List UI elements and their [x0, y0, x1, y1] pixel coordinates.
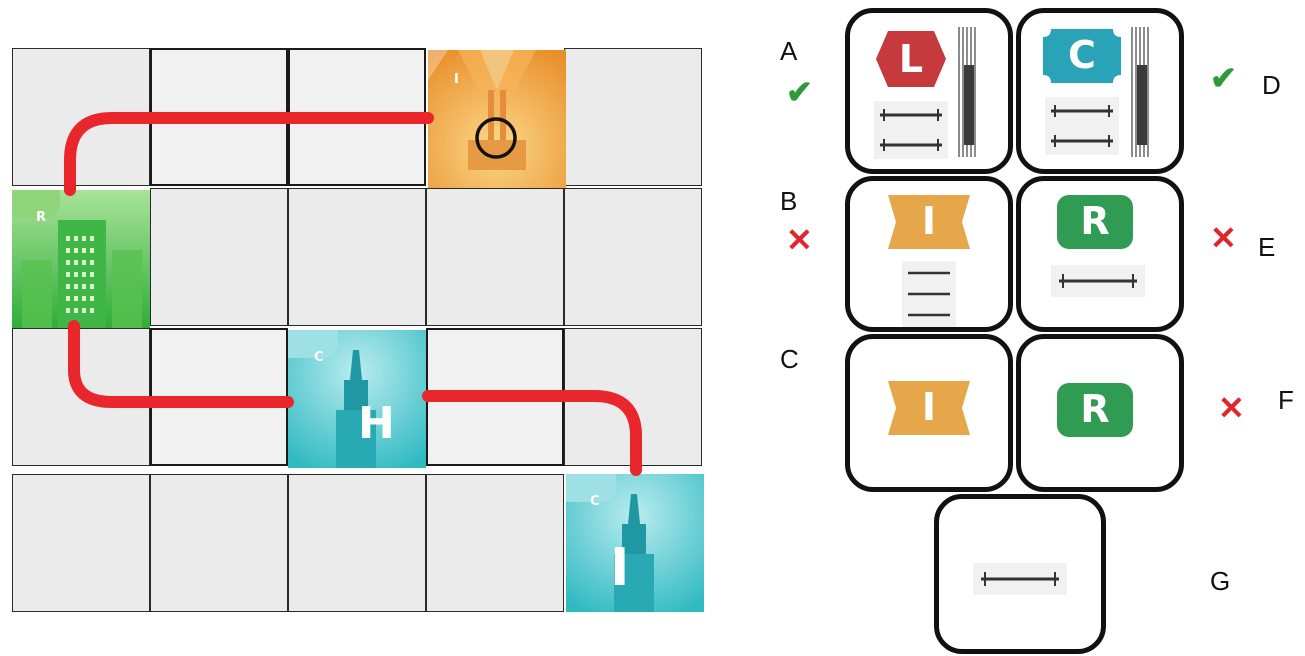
- option-label-d: D: [1262, 70, 1281, 100]
- option-label-a: A: [780, 36, 798, 66]
- board-cell[interactable]: [564, 48, 702, 186]
- r-token: R: [1055, 381, 1135, 439]
- factory-icon: [428, 50, 566, 188]
- c-token: C: [1041, 27, 1123, 85]
- hexagon-icon: [876, 31, 946, 87]
- industrial-tile[interactable]: I: [428, 50, 566, 188]
- option-card-c[interactable]: I: [845, 334, 1013, 492]
- i-token: I: [886, 379, 972, 437]
- barcode-icon: [1131, 27, 1149, 157]
- residential-tile[interactable]: R: [12, 190, 150, 328]
- banner-icon: [888, 381, 970, 435]
- option-card-a[interactable]: L: [845, 8, 1013, 174]
- l-token: L: [874, 29, 948, 89]
- commercial-tile-h[interactable]: C H: [288, 330, 426, 468]
- rounded-badge-icon: [1057, 195, 1133, 249]
- option-card-b[interactable]: I: [845, 176, 1013, 332]
- option-label-c: C: [780, 344, 799, 374]
- board-cell[interactable]: [288, 48, 426, 186]
- cross-icon: ✕: [1210, 220, 1237, 256]
- option-label-f: F: [1278, 385, 1294, 415]
- track-icon: [1045, 97, 1119, 155]
- board-cell[interactable]: [564, 188, 702, 326]
- board-cell[interactable]: [150, 188, 288, 326]
- check-icon: ✔: [1210, 60, 1237, 96]
- board-cell[interactable]: [426, 188, 564, 326]
- r-token: R: [1055, 193, 1135, 251]
- option-card-g[interactable]: [934, 494, 1106, 654]
- board-cell[interactable]: [12, 474, 150, 612]
- tile-corner-label: R: [36, 210, 47, 225]
- board-cell[interactable]: [150, 48, 288, 186]
- board-cell[interactable]: [426, 328, 564, 466]
- skyscraper-icon: [566, 474, 704, 612]
- board-cell[interactable]: [12, 48, 150, 186]
- ticket-icon: [1043, 29, 1121, 83]
- option-label-b: B: [780, 186, 798, 216]
- cross-icon: ✕: [1218, 390, 1245, 426]
- apartment-building-icon: [12, 190, 150, 328]
- board-cell[interactable]: [12, 328, 150, 466]
- skyscraper-icon: [288, 330, 426, 468]
- commercial-tile-i[interactable]: C I: [566, 474, 704, 612]
- board-cell[interactable]: [150, 328, 288, 466]
- board-cell[interactable]: [426, 474, 564, 612]
- i-token: I: [886, 193, 972, 251]
- tile-letter: I: [610, 538, 630, 598]
- cross-icon: ✕: [786, 222, 813, 258]
- board-cell[interactable]: [288, 474, 426, 612]
- option-label-g: G: [1210, 566, 1231, 596]
- track-icon: [874, 101, 948, 159]
- tile-letter: H: [358, 398, 395, 449]
- track-icon: [973, 563, 1067, 595]
- track-icon: [1051, 265, 1145, 297]
- game-board: I R: [12, 48, 704, 612]
- option-card-d[interactable]: C: [1016, 8, 1184, 174]
- board-cell[interactable]: [150, 474, 288, 612]
- tile-corner-label: C: [590, 494, 600, 509]
- barcode-icon: [958, 27, 976, 157]
- tile-corner-label: I: [454, 72, 459, 87]
- banner-icon: [888, 195, 970, 249]
- board-cell[interactable]: [288, 188, 426, 326]
- board-cell[interactable]: [564, 328, 702, 466]
- tile-corner-label: C: [314, 350, 324, 365]
- track-icon: [902, 261, 956, 327]
- rounded-badge-icon: [1057, 383, 1133, 437]
- check-icon: ✔: [786, 74, 813, 110]
- option-card-e[interactable]: R: [1016, 176, 1184, 332]
- option-card-f[interactable]: R: [1016, 334, 1184, 492]
- option-label-e: E: [1258, 232, 1276, 262]
